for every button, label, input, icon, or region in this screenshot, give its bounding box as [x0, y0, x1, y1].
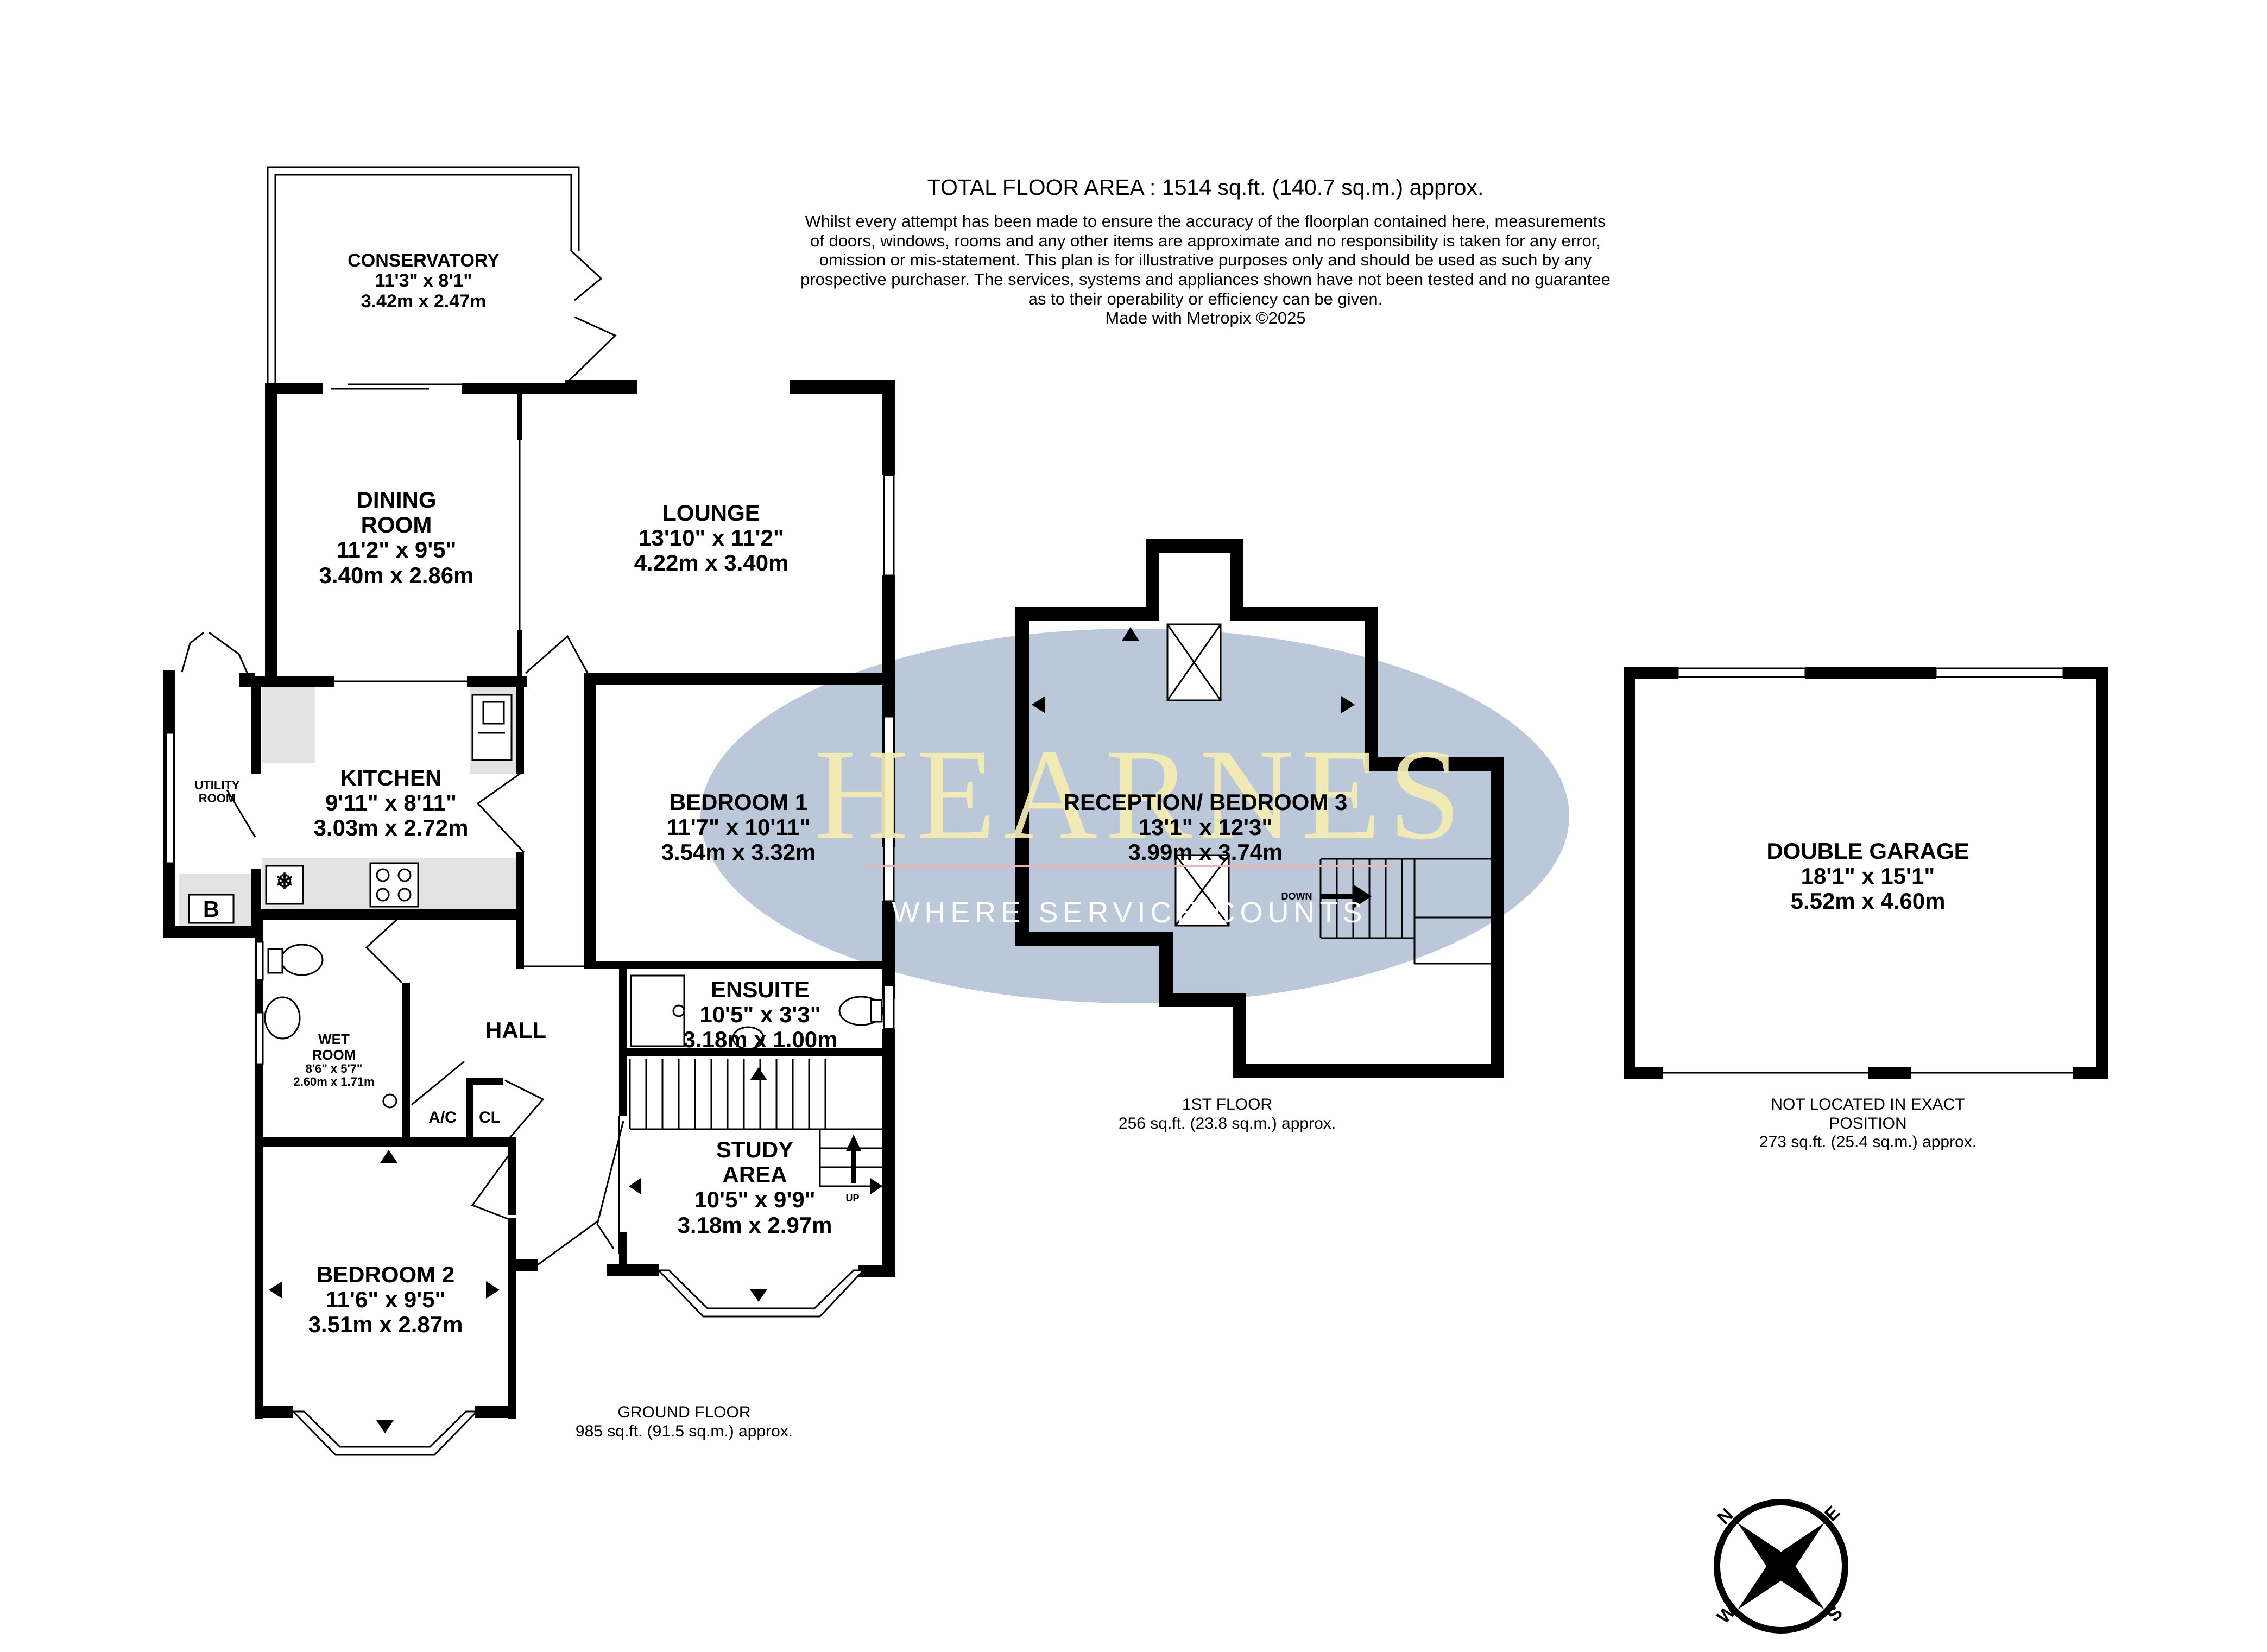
room-study-area: STUDY AREA 10'5" x 9'9" 3.18m x 2.97m — [641, 1137, 869, 1238]
room-imperial: 11'7" x 10'11" — [666, 814, 811, 840]
room-name: STUDY — [716, 1137, 794, 1162]
disclaimer-line: of doors, windows, rooms and any other i… — [810, 231, 1601, 250]
first-floor-plan — [1015, 539, 1504, 1078]
room-conservatory: CONSERVATORY 11'3" x 8'1" 3.42m x 2.47m — [304, 250, 543, 312]
room-metric: 3.42m x 2.47m — [361, 290, 487, 312]
room-imperial: 10'5" x 9'9" — [694, 1187, 816, 1213]
room-name: ROOM — [312, 1046, 356, 1063]
floor-area: 985 sq.ft. (91.5 sq.m.) approx. — [575, 1422, 793, 1440]
boiler-icon: B — [203, 896, 220, 922]
room-name: AREA — [722, 1162, 787, 1188]
room-name: RECEPTION/ BEDROOM 3 — [1063, 789, 1348, 815]
floor-area: 256 sq.ft. (23.8 sq.m.) approx. — [1118, 1114, 1336, 1132]
room-reception-bedroom-3: RECEPTION/ BEDROOM 3 13'1" x 12'3" 3.99m… — [1032, 789, 1379, 865]
floor-name: GROUND FLOOR — [617, 1403, 751, 1421]
room-metric: 3.40m x 2.86m — [319, 562, 474, 588]
floor-area: 273 sq.ft. (25.4 sq.m.) approx. — [1759, 1133, 1977, 1151]
disclaimer-line: as to their operability or efficiency ca… — [1028, 289, 1383, 308]
disclaimer: Whilst every attempt has been made to en… — [711, 212, 1700, 328]
room-bedroom-1: BEDROOM 1 11'7" x 10'11" 3.54m x 3.32m — [603, 789, 874, 865]
room-name: ROOM — [198, 792, 236, 806]
watermark-brand: HEARNES — [814, 722, 1469, 866]
room-metric: 4.22m x 3.40m — [634, 550, 789, 576]
room-name: WET — [318, 1031, 350, 1047]
room-metric: 3.51m x 2.87m — [308, 1312, 463, 1338]
room-name: KITCHEN — [340, 765, 442, 790]
room-imperial: 11'6" x 9'5" — [325, 1287, 446, 1313]
room-imperial: 9'11" x 8'11" — [325, 790, 457, 816]
room-lounge: LOUNGE 13'10" x 11'2" 4.22m x 3.40m — [565, 500, 858, 576]
room-metric: 5.52m x 4.60m — [1790, 888, 1946, 914]
disclaimer-line: Whilst every attempt has been made to en… — [805, 212, 1606, 231]
room-double-garage: DOUBLE GARAGE 18'1" x 15'1" 5.52m x 4.60… — [1710, 838, 2025, 914]
garage-note: POSITION — [1829, 1114, 1907, 1132]
garage-plan — [1624, 667, 2108, 1079]
room-metric: 3.03m x 2.72m — [313, 815, 469, 841]
garage-caption: NOT LOCATED IN EXACT POSITION 273 sq.ft.… — [1700, 1096, 2036, 1152]
room-bedroom-2: BEDROOM 2 11'6" x 9'5" 3.51m x 2.87m — [271, 1262, 500, 1338]
room-name: CONSERVATORY — [348, 250, 500, 271]
floor-name: 1ST FLOOR — [1182, 1096, 1273, 1113]
disclaimer-line: prospective purchaser. The services, sys… — [800, 269, 1611, 289]
room-imperial: 13'10" x 11'2" — [639, 525, 784, 551]
stairs-up-label: UP — [845, 1193, 860, 1204]
room-metric: 2.60m x 1.71m — [293, 1075, 375, 1089]
stairs-down-label: DOWN — [1281, 891, 1312, 902]
watermark-logo — [700, 629, 1569, 1003]
room-kitchen: KITCHEN 9'11" x 8'11" 3.03m x 2.72m — [271, 765, 510, 841]
room-wet-room: WET ROOM 8'6" x 5'7" 2.60m x 1.71m — [269, 1031, 399, 1089]
garage-note: NOT LOCATED IN EXACT — [1771, 1096, 1965, 1113]
room-metric: 3.54m x 3.32m — [661, 839, 816, 865]
room-imperial: 11'3" x 8'1" — [375, 270, 472, 292]
total-floor-area: TOTAL FLOOR AREA : 1514 sq.ft. (140.7 sq… — [927, 175, 1484, 200]
ground-floor-plan — [163, 166, 895, 1456]
room-name: BEDROOM 1 — [669, 789, 808, 815]
room-name: UTILITY — [194, 778, 240, 792]
disclaimer-line: Made with Metropix ©2025 — [1105, 308, 1306, 328]
compass-rose-icon — [1714, 1499, 1848, 1634]
freezer-icon: ❄ — [275, 870, 294, 894]
room-name: LOUNGE — [662, 500, 760, 526]
room-name: DOUBLE GARAGE — [1766, 838, 1969, 864]
room-dining: DINING ROOM 11'2" x 9'5" 3.40m x 2.86m — [282, 487, 510, 588]
room-metric: 3.18m x 2.97m — [677, 1212, 832, 1238]
room-utility: UTILITY ROOM — [179, 778, 255, 806]
room-cl: CL — [479, 1109, 501, 1126]
room-imperial: 18'1" x 15'1" — [1801, 863, 1935, 889]
room-imperial: 13'1" x 12'3" — [1138, 814, 1273, 840]
room-ac: A/C — [428, 1109, 457, 1126]
room-metric: 3.99m x 3.74m — [1128, 839, 1283, 865]
room-imperial: 11'2" x 9'5" — [336, 537, 457, 563]
room-name: ROOM — [361, 512, 432, 538]
room-name: ENSUITE — [710, 977, 810, 1002]
room-hall: HALL — [485, 1017, 546, 1043]
room-name: BEDROOM 2 — [316, 1262, 455, 1287]
watermark-tagline: WHERE SERVICE COUNTS — [892, 896, 1367, 929]
ground-floor-caption: GROUND FLOOR 985 sq.ft. (91.5 sq.m.) app… — [521, 1403, 847, 1441]
disclaimer-line: omission or mis-statement. This plan is … — [819, 250, 1592, 270]
room-imperial: 8'6" x 5'7" — [305, 1062, 363, 1076]
room-ensuite: ENSUITE 10'5" x 3'3" 3.18m x 1.00m — [638, 977, 882, 1053]
first-floor-caption: 1ST FLOOR 256 sq.ft. (23.8 sq.m.) approx… — [1059, 1096, 1395, 1133]
room-metric: 3.18m x 1.00m — [683, 1027, 838, 1053]
room-name: DINING — [356, 487, 437, 512]
room-imperial: 10'5" x 3'3" — [699, 1002, 821, 1028]
